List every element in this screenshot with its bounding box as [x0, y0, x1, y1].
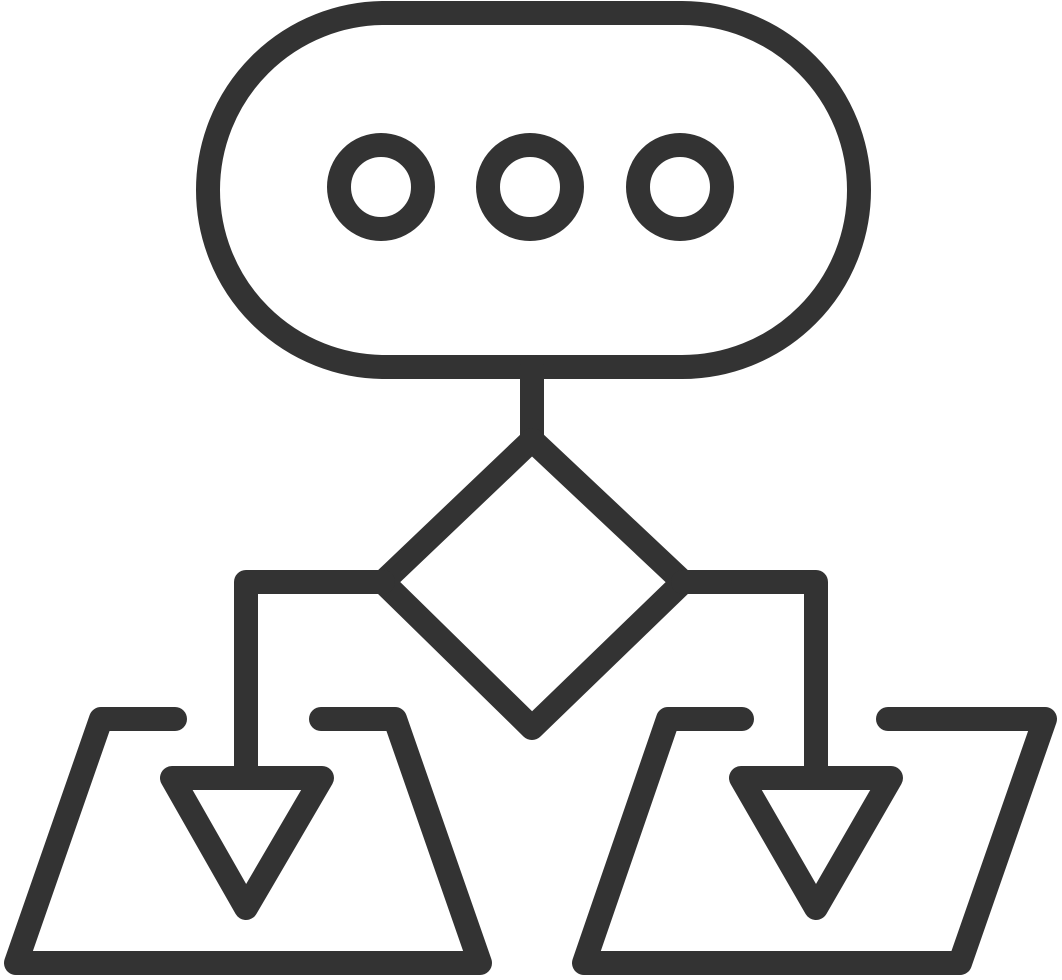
dot-icon-1 — [327, 133, 435, 241]
start-terminal-shape — [196, 1, 871, 379]
left-branch-line — [234, 570, 395, 790]
left-output-shape — [4, 707, 492, 975]
dot-icon-3 — [626, 133, 734, 241]
left-arrowhead-icon — [160, 766, 334, 920]
right-branch-line — [671, 570, 828, 790]
decision-diamond-shape — [371, 428, 695, 740]
right-arrowhead-icon — [729, 766, 903, 920]
right-output-shape — [572, 707, 1057, 975]
dot-icon-2 — [476, 133, 584, 241]
